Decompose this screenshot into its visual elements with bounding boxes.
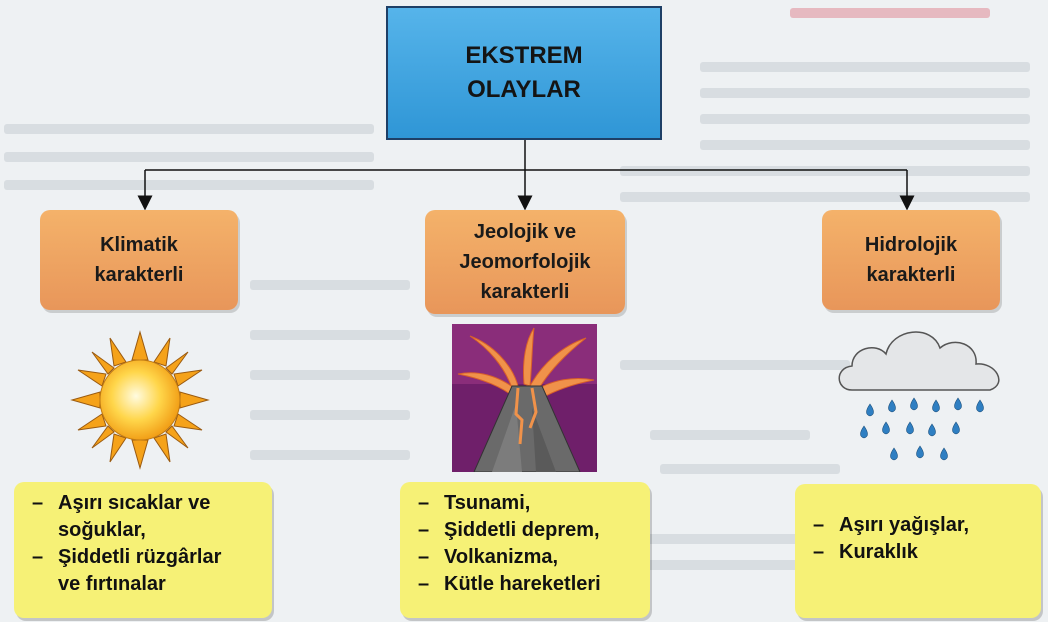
title-line-2: OLAYLAR: [467, 76, 581, 103]
category-label-line: karakterli: [480, 281, 570, 303]
list-item: Kuraklık: [809, 539, 1027, 566]
title-box: EKSTREM OLAYLAR: [386, 6, 662, 140]
list-item: Aşırı yağışlar,: [809, 512, 1027, 539]
title-line-1: EKSTREM: [465, 42, 583, 69]
volcano-icon: [452, 324, 597, 472]
sun-icon: [70, 330, 210, 470]
list-item: Aşırı sıcaklar ve soğuklar,: [28, 490, 258, 544]
category-label-line: Jeomorfolojik: [459, 251, 591, 273]
list-item: Şiddetli deprem,: [414, 517, 636, 544]
list-item: Tsunami,: [414, 490, 636, 517]
category-label-line: Jeolojik ve: [473, 221, 577, 243]
example-list-hydrologic: Aşırı yağışlar, Kuraklık: [795, 484, 1041, 618]
category-label-line: Hidrolojik: [864, 234, 958, 256]
example-list-climatic: Aşırı sıcaklar ve soğuklar, Şiddetli rüz…: [14, 482, 272, 618]
list-item: Şiddetli rüzgârlar ve fırtınalar: [28, 544, 258, 598]
category-label-line: Klimatik: [100, 234, 178, 256]
category-label-line: karakterli: [94, 264, 184, 286]
category-box-hydrologic: Hidrolojik karakterli: [822, 210, 1000, 310]
category-box-geologic: Jeolojik ve Jeomorfolojik karakterli: [425, 210, 625, 314]
list-item: Kütle hareketleri: [414, 571, 636, 598]
category-box-climatic: Klimatik karakterli: [40, 210, 238, 310]
rain-cloud-icon: [838, 331, 1000, 461]
list-item: Volkanizma,: [414, 544, 636, 571]
example-list-geologic: Tsunami, Şiddetli deprem, Volkanizma, Kü…: [400, 482, 650, 618]
category-label-line: karakterli: [866, 264, 956, 286]
